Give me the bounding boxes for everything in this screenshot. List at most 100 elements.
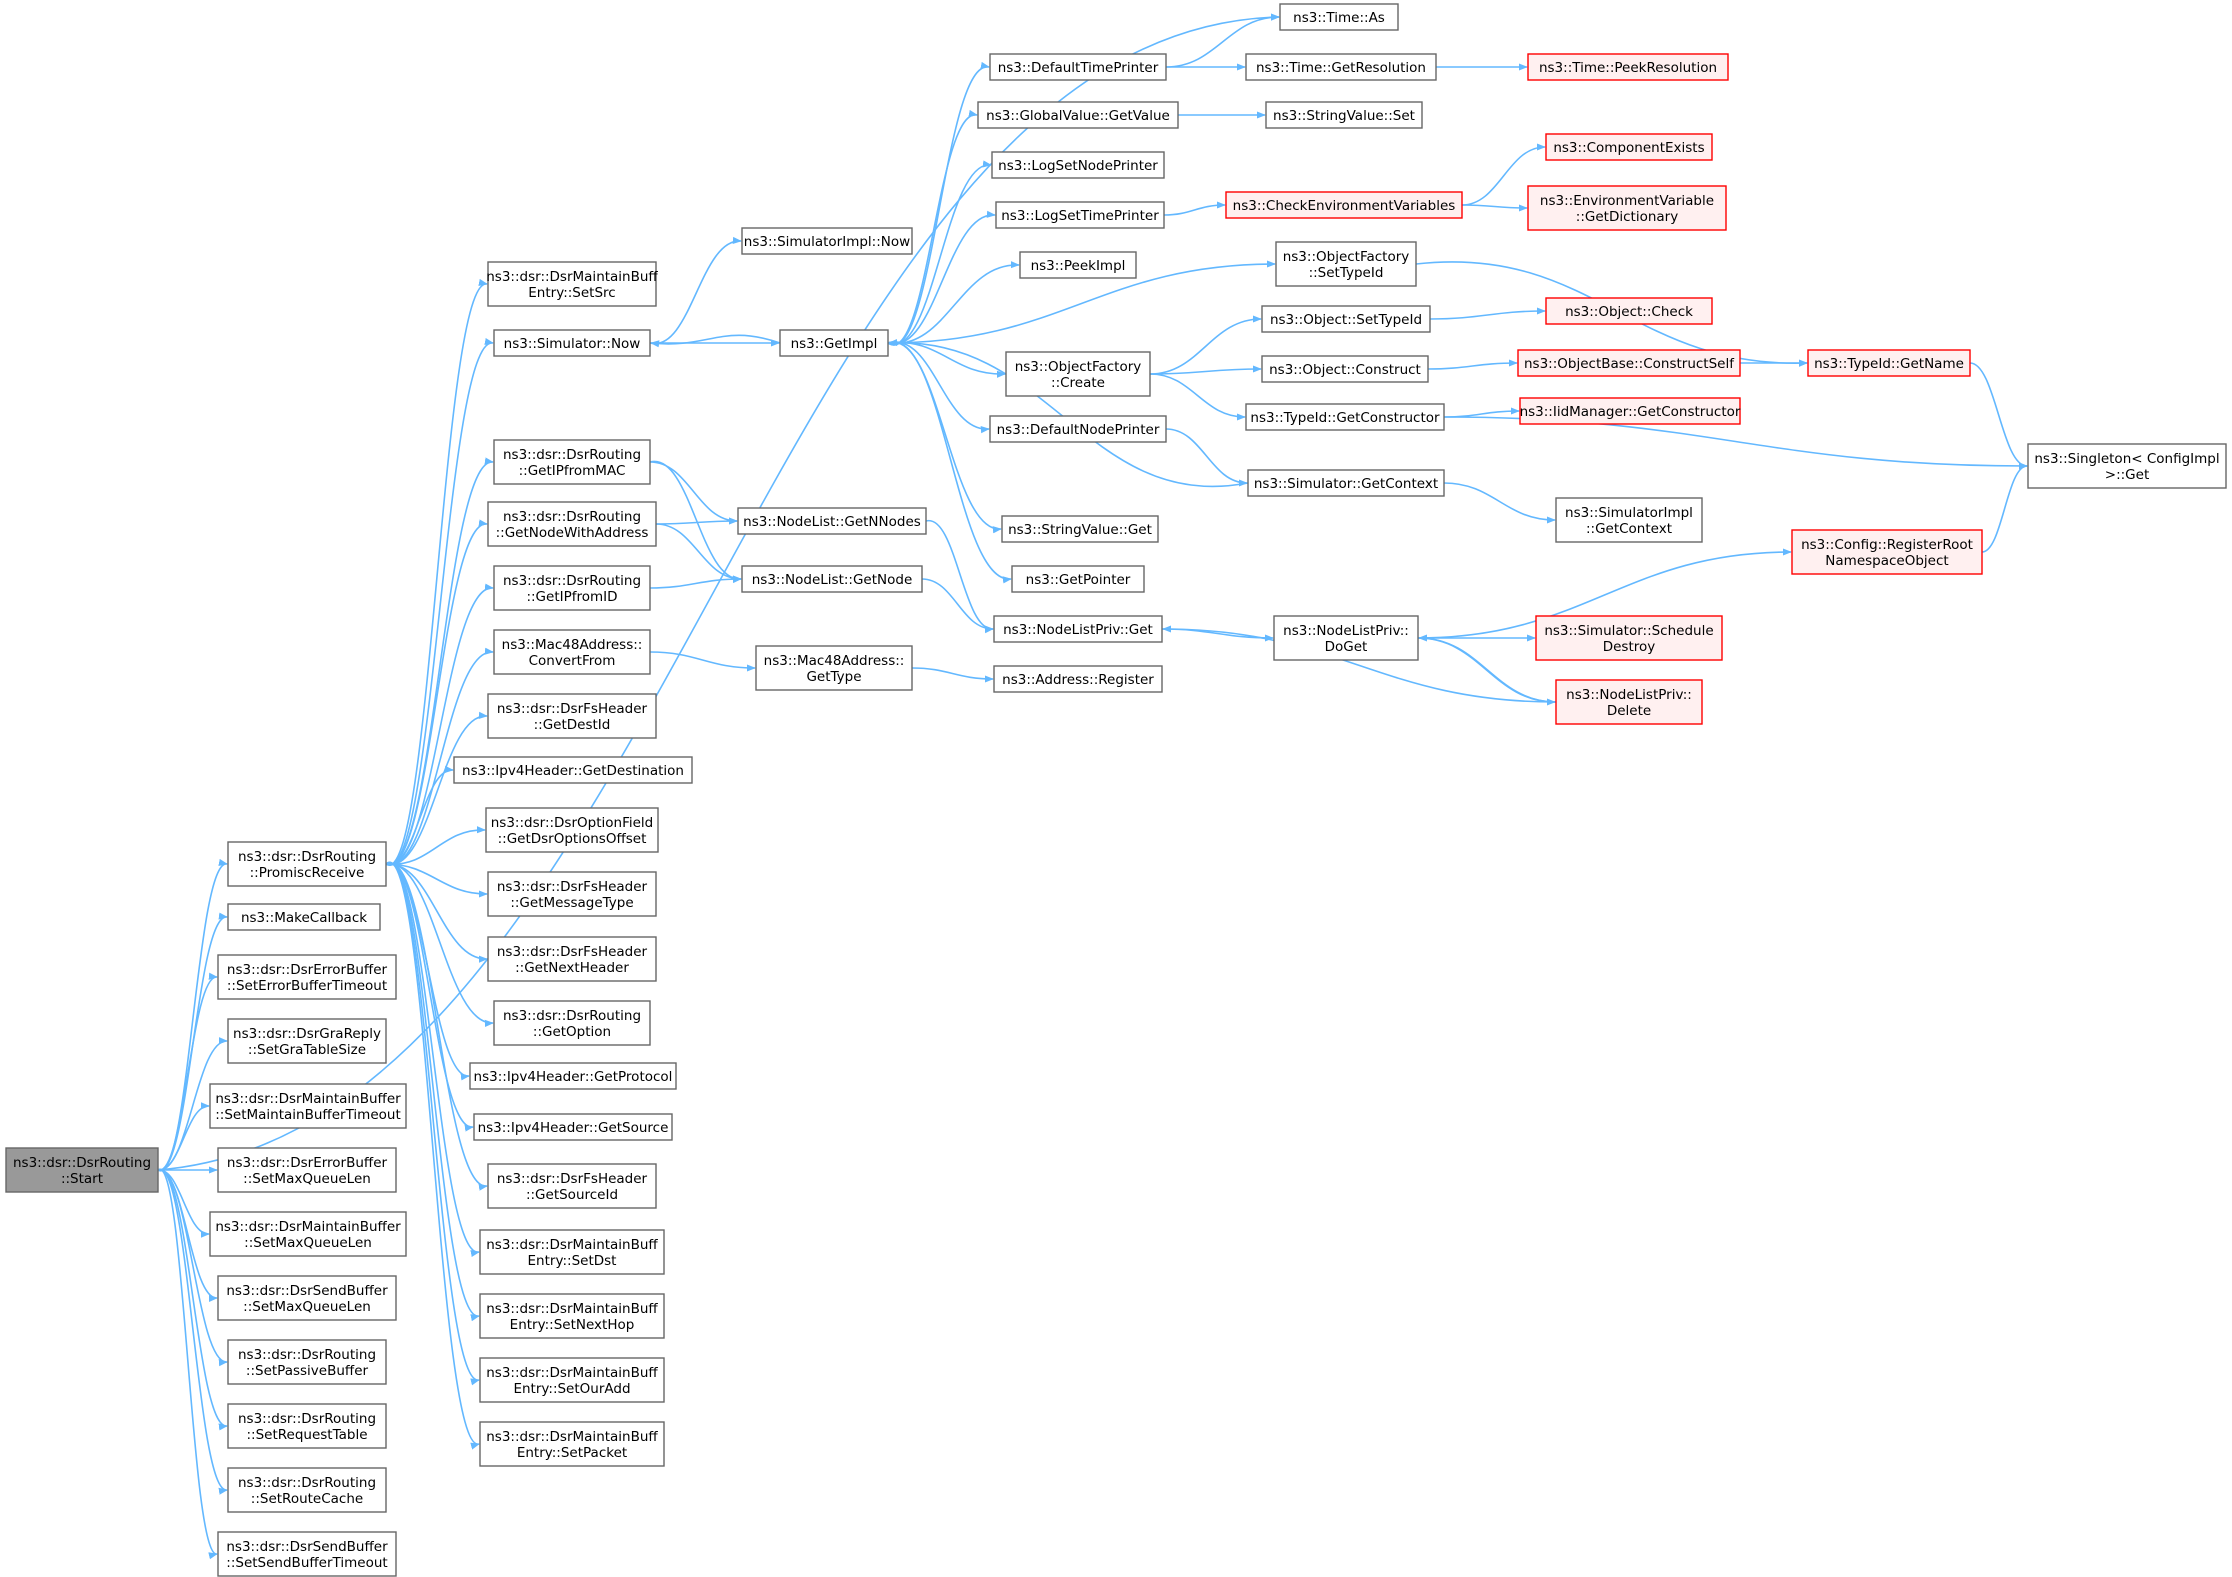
node-gettype[interactable]: ns3::Mac48Address::GetType — [755, 645, 913, 691]
node-checkenv[interactable]: ns3::CheckEnvironmentVariables — [1225, 191, 1463, 219]
node-getoption[interactable]: ns3::dsr::DsrRouting::GetOption — [493, 1000, 651, 1046]
node-ofsettypeid[interactable]: ns3::ObjectFactory::SetTypeId — [1275, 241, 1417, 287]
node-getipmac-label-1: ::GetIPfromMAC — [519, 463, 626, 479]
node-timegetres[interactable]: ns3::Time::GetResolution — [1245, 53, 1437, 81]
node-simnow[interactable]: ns3::Simulator::Now — [493, 329, 651, 357]
node-maintmaxq[interactable]: ns3::dsr::DsrMaintainBuffer::SetMaxQueue… — [209, 1211, 407, 1257]
edge-getimpl-to-logtimeprinter — [887, 210, 996, 345]
node-convfrom-label-0: ns3::Mac48Address:: — [502, 637, 643, 653]
node-getnode[interactable]: ns3::NodeList::GetNode — [741, 565, 923, 593]
node-lognodeprinter[interactable]: ns3::LogSetNodePrinter — [991, 151, 1165, 179]
node-setpacket[interactable]: ns3::dsr::DsrMaintainBuffEntry::SetPacke… — [479, 1421, 665, 1467]
node-getproto[interactable]: ns3::Ipv4Header::GetProtocol — [469, 1062, 677, 1090]
node-getsrcid[interactable]: ns3::dsr::DsrFsHeader::GetSourceId — [487, 1163, 657, 1209]
node-defnodeprinter[interactable]: ns3::DefaultNodePrinter — [989, 415, 1167, 443]
node-simgetctx[interactable]: ns3::Simulator::GetContext — [1247, 469, 1445, 497]
node-getpointer[interactable]: ns3::GetPointer — [1011, 565, 1145, 593]
node-getnexthdr-label-1: ::GetNextHeader — [515, 960, 629, 976]
node-objcheck[interactable]: ns3::Object::Check — [1545, 297, 1713, 325]
node-sendmaxq[interactable]: ns3::dsr::DsrSendBuffer::SetMaxQueueLen — [217, 1275, 397, 1321]
edge-promisc-to-setsrc — [385, 278, 488, 866]
node-getoptoff[interactable]: ns3::dsr::DsrOptionField::GetDsrOptionsO… — [485, 807, 659, 853]
node-getnodeaddr[interactable]: ns3::dsr::DsrRouting::GetNodeWithAddress — [487, 501, 657, 547]
node-passive-box — [227, 1339, 387, 1385]
edge-ofcreate-to-typeidgetctor — [1149, 373, 1246, 421]
node-getdest[interactable]: ns3::Ipv4Header::GetDestination — [453, 756, 693, 784]
node-errbuftimeout[interactable]: ns3::dsr::DsrErrorBuffer::SetErrorBuffer… — [217, 954, 397, 1000]
node-gvgetvalue[interactable]: ns3::GlobalValue::GetValue — [977, 101, 1179, 129]
node-getimpl[interactable]: ns3::GetImpl — [779, 329, 889, 357]
node-addrreg[interactable]: ns3::Address::Register — [993, 665, 1163, 693]
node-objbasector[interactable]: ns3::ObjectBase::ConstructSelf — [1517, 349, 1741, 377]
node-sendmaxq-box — [217, 1275, 397, 1321]
node-strvalset[interactable]: ns3::StringValue::Set — [1265, 101, 1423, 129]
node-setouradd-box — [479, 1357, 665, 1403]
node-nlpget[interactable]: ns3::NodeListPriv::Get — [993, 615, 1163, 643]
node-envgetdict[interactable]: ns3::EnvironmentVariable::GetDictionary — [1527, 185, 1727, 231]
node-sendbuftimeout[interactable]: ns3::dsr::DsrSendBuffer::SetSendBufferTi… — [217, 1531, 397, 1577]
node-getdestid[interactable]: ns3::dsr::DsrFsHeader::GetDestId — [487, 693, 657, 739]
node-convfrom[interactable]: ns3::Mac48Address::ConvertFrom — [493, 629, 651, 675]
node-defnodeprinter-box — [989, 415, 1167, 443]
node-simimplgetctx-label-1: ::GetContext — [1586, 521, 1672, 537]
node-getnodeaddr-label-0: ns3::dsr::DsrRouting — [503, 509, 641, 525]
node-getsource[interactable]: ns3::Ipv4Header::GetSource — [473, 1113, 673, 1141]
node-strvalget[interactable]: ns3::StringValue::Get — [1001, 515, 1159, 543]
node-getmsgtype[interactable]: ns3::dsr::DsrFsHeader::GetMessageType — [487, 871, 657, 917]
node-objconstruct[interactable]: ns3::Object::Construct — [1261, 355, 1429, 383]
node-ofcreate[interactable]: ns3::ObjectFactory::Create — [1005, 351, 1151, 397]
node-nlpdoget-label-0: ns3::NodeListPriv:: — [1283, 623, 1409, 639]
edge-promisc-to-getoptoff — [385, 826, 486, 865]
node-objsettypeid[interactable]: ns3::Object::SetTypeId — [1261, 305, 1431, 333]
node-setouradd[interactable]: ns3::dsr::DsrMaintainBuffEntry::SetOurAd… — [479, 1357, 665, 1403]
node-routecache[interactable]: ns3::dsr::DsrRouting::SetRouteCache — [227, 1467, 387, 1513]
node-nlpdelete[interactable]: ns3::NodeListPriv::Delete — [1555, 679, 1703, 725]
node-logtimeprinter[interactable]: ns3::LogSetTimePrinter — [995, 201, 1165, 229]
edge-start-to-routecache — [157, 1169, 228, 1495]
node-reqtable[interactable]: ns3::dsr::DsrRouting::SetRequestTable — [227, 1403, 387, 1449]
edge-objsettypeid-to-objcheck — [1429, 307, 1546, 320]
node-simimplgetctx[interactable]: ns3::SimulatorImpl::GetContext — [1555, 497, 1703, 543]
node-getipmac[interactable]: ns3::dsr::DsrRouting::GetIPfromMAC — [493, 439, 651, 485]
node-getnnodes[interactable]: ns3::NodeList::GetNNodes — [737, 507, 927, 535]
node-envgetdict-box — [1527, 185, 1727, 231]
node-typeidgetname[interactable]: ns3::TypeId::GetName — [1807, 349, 1971, 377]
node-nlpdoget[interactable]: ns3::NodeListPriv::DoGet — [1273, 615, 1419, 661]
node-timeas[interactable]: ns3::Time::As — [1279, 3, 1399, 31]
node-iidgetctor[interactable]: ns3::IidManager::GetConstructor — [1519, 397, 1741, 425]
node-reqtable-box — [227, 1403, 387, 1449]
node-errmaxq[interactable]: ns3::dsr::DsrErrorBuffer::SetMaxQueueLen — [217, 1147, 397, 1193]
node-makecb[interactable]: ns3::MakeCallback — [227, 903, 381, 931]
node-maintmaxq-box — [209, 1211, 407, 1257]
node-getnexthdr[interactable]: ns3::dsr::DsrFsHeader::GetNextHeader — [487, 936, 657, 982]
node-getipid[interactable]: ns3::dsr::DsrRouting::GetIPfromID — [493, 565, 651, 611]
node-maintbuftimeout[interactable]: ns3::dsr::DsrMaintainBuffer::SetMaintain… — [209, 1083, 407, 1129]
node-typeidgetctor[interactable]: ns3::TypeId::GetConstructor — [1245, 403, 1445, 431]
node-start[interactable]: ns3::dsr::DsrRouting::Start — [5, 1147, 159, 1193]
node-timegetres-label-0: ns3::Time::GetResolution — [1256, 60, 1426, 76]
node-ofsettypeid-label-1: ::SetTypeId — [1309, 265, 1384, 281]
edge-getimpl-to-gvgetvalue — [887, 109, 978, 346]
node-compexists[interactable]: ns3::ComponentExists — [1545, 133, 1713, 161]
node-passive[interactable]: ns3::dsr::DsrRouting::SetPassiveBuffer — [227, 1339, 387, 1385]
node-setnexthop[interactable]: ns3::dsr::DsrMaintainBuffEntry::SetNextH… — [479, 1293, 665, 1339]
node-setnexthop-label-0: ns3::dsr::DsrMaintainBuff — [486, 1301, 658, 1317]
node-timepeekres[interactable]: ns3::Time::PeekResolution — [1527, 53, 1729, 81]
node-singleton-box — [2027, 443, 2227, 489]
node-singleton[interactable]: ns3::Singleton< ConfigImpl>::Get — [2027, 443, 2227, 489]
node-promisc[interactable]: ns3::dsr::DsrRouting::PromiscReceive — [227, 841, 387, 887]
nodes-layer: ns3::dsr::DsrRouting::Startns3::dsr::Dsr… — [5, 3, 2227, 1577]
node-peekimpl[interactable]: ns3::PeekImpl — [1019, 251, 1137, 279]
node-nlpdoget-box — [1273, 615, 1419, 661]
node-deftimeprinter[interactable]: ns3::DefaultTimePrinter — [989, 53, 1167, 81]
node-grareply[interactable]: ns3::dsr::DsrGraReply::SetGraTableSize — [227, 1018, 387, 1064]
node-setpacket-box — [479, 1421, 665, 1467]
node-reqtable-label-0: ns3::dsr::DsrRouting — [238, 1411, 376, 1427]
node-simimplnow[interactable]: ns3::SimulatorImpl::Now — [741, 227, 913, 255]
edge-promisc-to-getdest — [385, 765, 454, 865]
node-nlpdoget-label-1: DoGet — [1325, 639, 1368, 655]
